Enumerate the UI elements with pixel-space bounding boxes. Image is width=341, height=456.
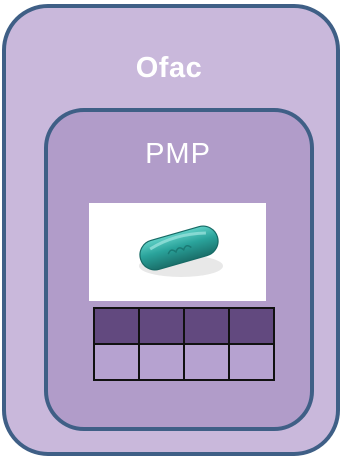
grid-cell	[93, 307, 140, 345]
grid-cell	[183, 343, 230, 381]
data-grid	[93, 307, 275, 381]
grid-cell	[138, 343, 185, 381]
pill-image	[89, 203, 266, 301]
grid-cell	[93, 343, 140, 381]
grid-cell	[138, 307, 185, 345]
grid-cell	[228, 343, 275, 381]
outer-container-label: Ofac	[135, 52, 203, 84]
pill-icon	[139, 225, 223, 277]
grid-cell	[228, 307, 275, 345]
grid-cell	[183, 307, 230, 345]
grid-row-top	[93, 307, 275, 345]
inner-container-label: PMP	[145, 138, 211, 170]
grid-row-bottom	[93, 343, 275, 381]
